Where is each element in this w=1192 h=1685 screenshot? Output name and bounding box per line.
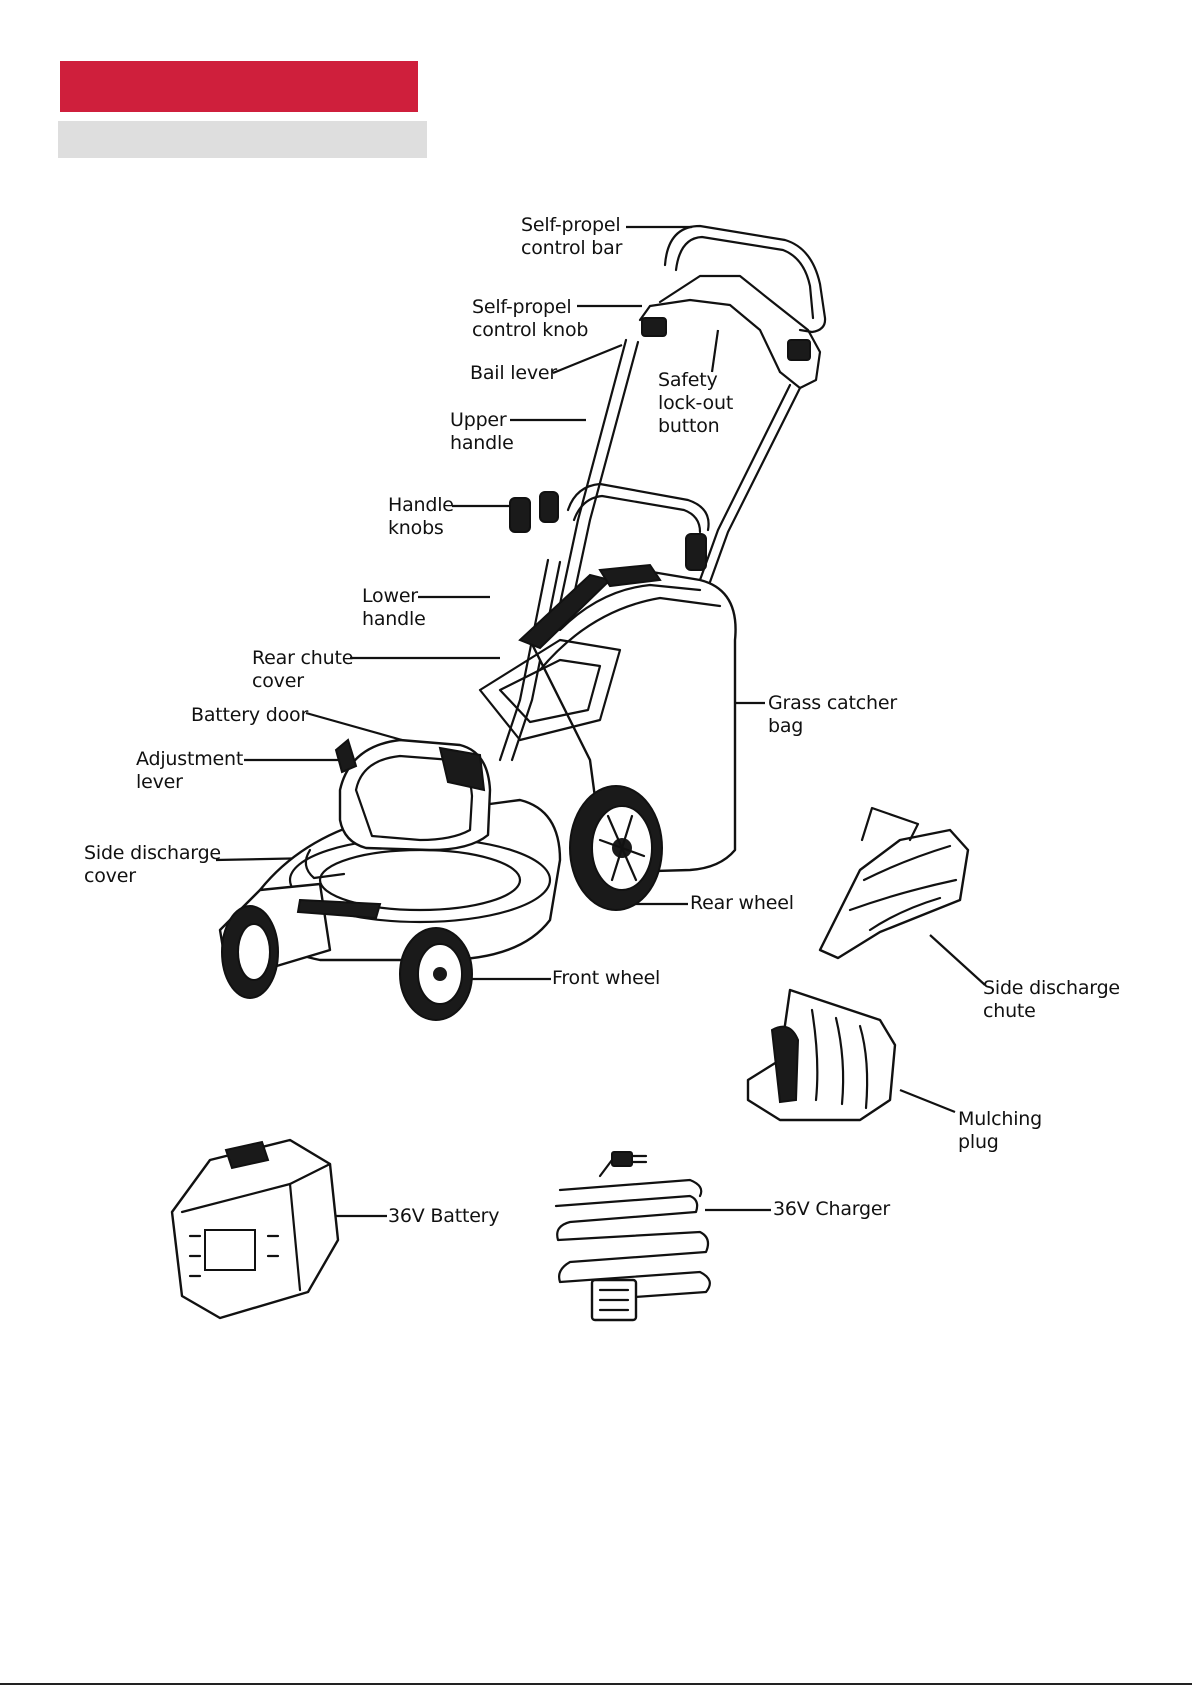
mower-body xyxy=(220,565,736,968)
label-36v-battery: 36V Battery xyxy=(388,1205,499,1228)
mulching-plug-drawing xyxy=(748,990,895,1120)
label-battery-door: Battery door xyxy=(191,704,308,727)
label-36v-charger: 36V Charger xyxy=(773,1198,890,1221)
label-bail-lever: Bail lever xyxy=(470,362,557,385)
label-mulching-plug: Mulching plug xyxy=(958,1108,1042,1154)
label-upper-handle: Upper handle xyxy=(450,409,514,455)
label-grass-catcher-bag: Grass catcher bag xyxy=(768,692,897,738)
label-front-wheel: Front wheel xyxy=(552,967,660,990)
label-rear-chute-cover: Rear chute cover xyxy=(252,647,353,693)
battery-drawing xyxy=(172,1140,338,1318)
side-discharge-chute-drawing xyxy=(820,808,968,958)
label-rear-wheel: Rear wheel xyxy=(690,892,794,915)
charger-drawing xyxy=(556,1152,710,1320)
label-side-discharge-cover: Side discharge cover xyxy=(84,842,221,888)
label-safety-lockout-button: Safety lock-out button xyxy=(658,369,733,438)
label-handle-knobs: Handle knobs xyxy=(388,494,454,540)
label-self-propel-control-knob: Self-propel control knob xyxy=(472,296,588,342)
label-self-propel-control-bar: Self-propel control bar xyxy=(521,214,622,260)
label-side-discharge-chute: Side discharge chute xyxy=(983,977,1120,1023)
label-lower-handle: Lower handle xyxy=(362,585,426,631)
label-adjustment-lever: Adjustment lever xyxy=(136,748,243,794)
